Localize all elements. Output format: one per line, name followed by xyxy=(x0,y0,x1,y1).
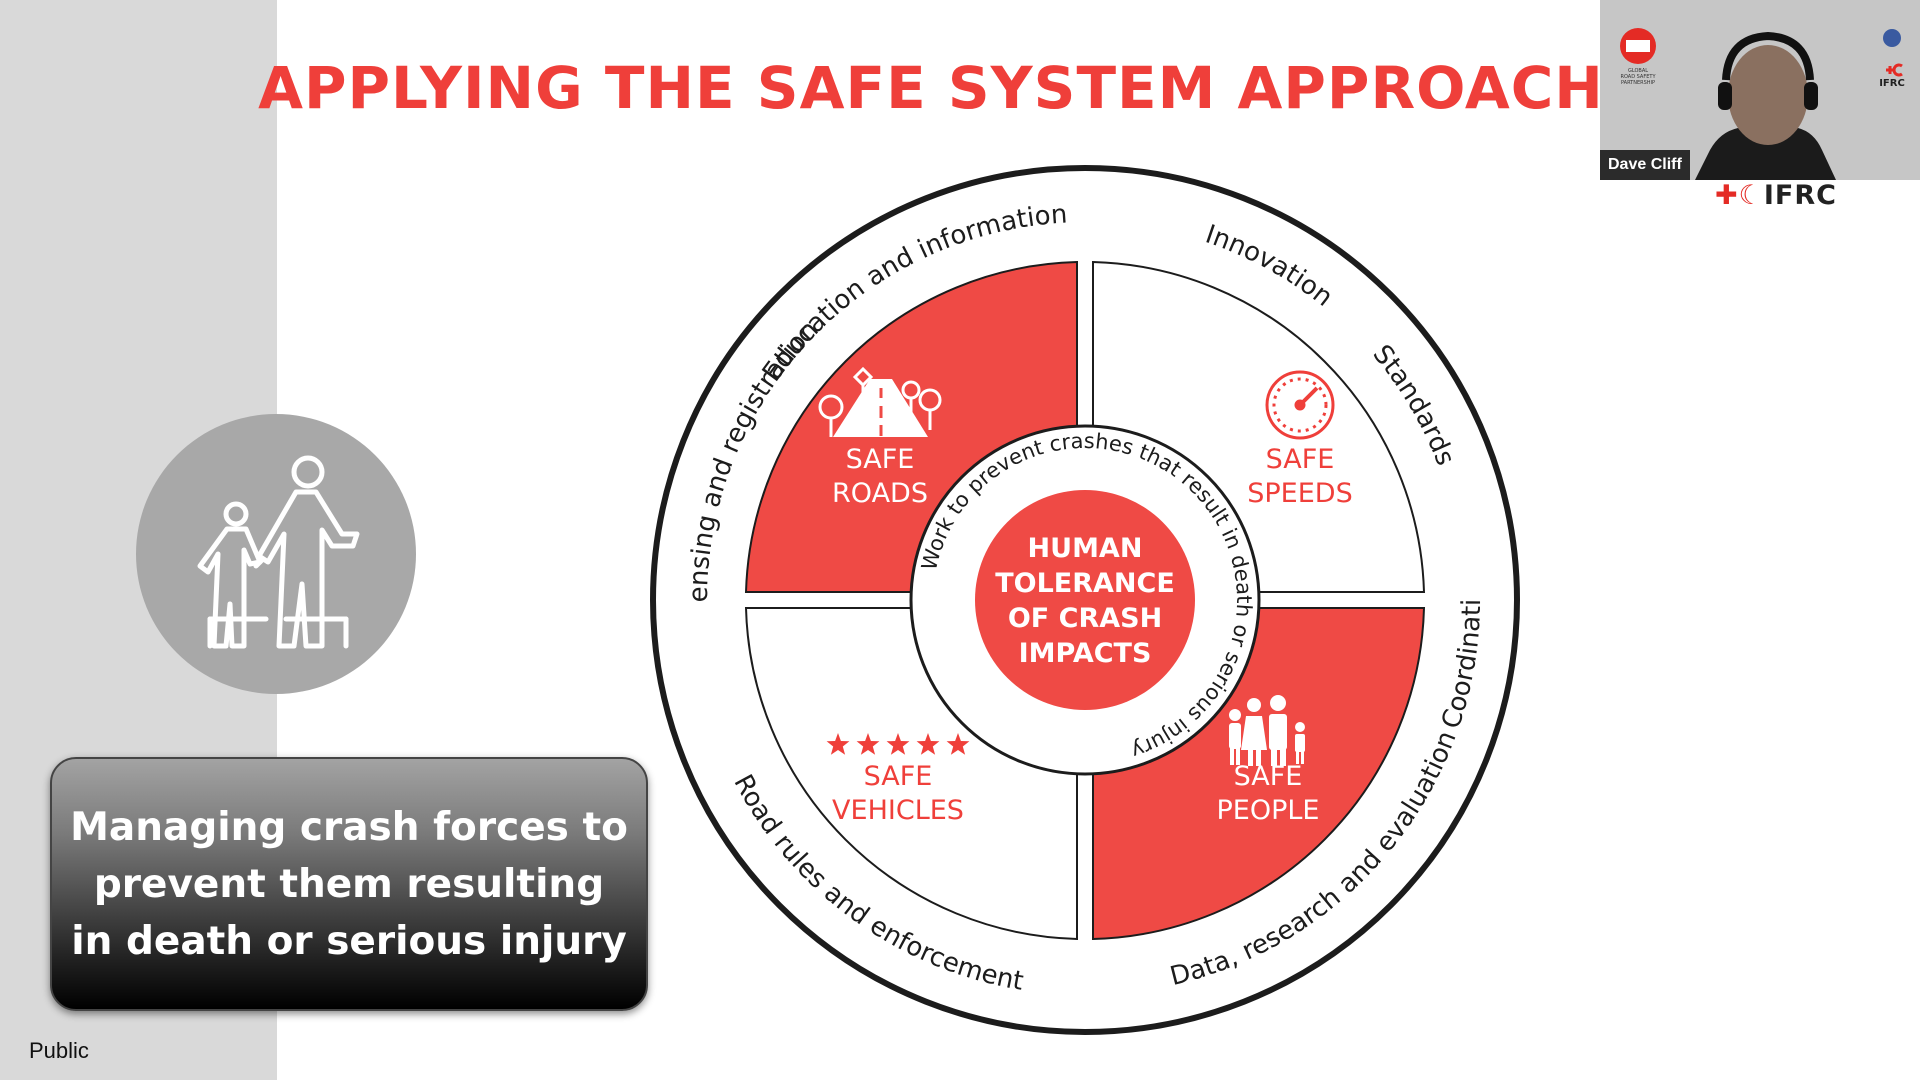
star-icon xyxy=(946,733,970,755)
safe-vehicles-line-1: SAFE xyxy=(864,761,933,792)
safe-roads-line-1: SAFE xyxy=(846,444,915,475)
video-tile[interactable]: GLOBAL ROAD SAFETY PARTNERSHIP IFRC Dave… xyxy=(1600,0,1920,180)
svg-text:IFRC: IFRC xyxy=(1879,78,1905,89)
safe-people-line-2: PEOPLE xyxy=(1217,795,1320,826)
five-stars-icon xyxy=(826,733,970,755)
safe-speeds-line-2: SPEEDS xyxy=(1247,478,1352,509)
tile-logo-right: IFRC xyxy=(1870,26,1914,98)
classification-label: Public xyxy=(29,1038,89,1063)
speedometer-icon xyxy=(1265,370,1335,440)
pedestrian-family-icon xyxy=(197,455,360,649)
center-line-4: IMPACTS xyxy=(1019,638,1152,669)
center-line-3: OF CRASH xyxy=(1008,603,1162,634)
star-icon xyxy=(916,733,940,755)
participant-name: Dave Cliff xyxy=(1600,150,1690,180)
svg-text:PARTNERSHIP: PARTNERSHIP xyxy=(1621,80,1655,86)
safe-speeds-line-1: SAFE xyxy=(1266,444,1335,475)
center-line-2: TOLERANCE xyxy=(995,568,1175,599)
slide-title: APPLYING THE SAFE SYSTEM APPROACH xyxy=(258,54,1604,122)
safe-vehicles-line-2: VEHICLES xyxy=(832,795,964,826)
svg-text:GLOBAL: GLOBAL xyxy=(1628,68,1648,74)
safe-roads-line-2: ROADS xyxy=(832,478,928,509)
red-cross-crescent-icon: ✚☾ xyxy=(1715,180,1764,211)
safe-system-wheel: HUMAN TOLERANCE OF CRASH IMPACTS Work to… xyxy=(645,160,1520,1035)
family-icon xyxy=(1229,695,1305,766)
caption-box: Managing crash forces to prevent them re… xyxy=(50,757,648,1011)
road-icon xyxy=(818,366,942,437)
star-icon xyxy=(886,733,910,755)
star-icon xyxy=(826,733,850,755)
ifrc-logo-text: IFRC xyxy=(1763,180,1837,211)
caption-text: Managing crash forces to prevent them re… xyxy=(70,804,628,964)
pedestrian-circle xyxy=(136,414,416,694)
center-line-1: HUMAN xyxy=(1028,533,1143,564)
star-icon xyxy=(856,733,880,755)
svg-text:ROAD SAFETY: ROAD SAFETY xyxy=(1620,74,1656,80)
tile-logo-left: GLOBAL ROAD SAFETY PARTNERSHIP xyxy=(1614,26,1662,91)
center-circle xyxy=(975,490,1195,710)
safe-people-line-1: SAFE xyxy=(1234,761,1303,792)
ifrc-logo: ✚☾IFRC xyxy=(1715,180,1837,211)
